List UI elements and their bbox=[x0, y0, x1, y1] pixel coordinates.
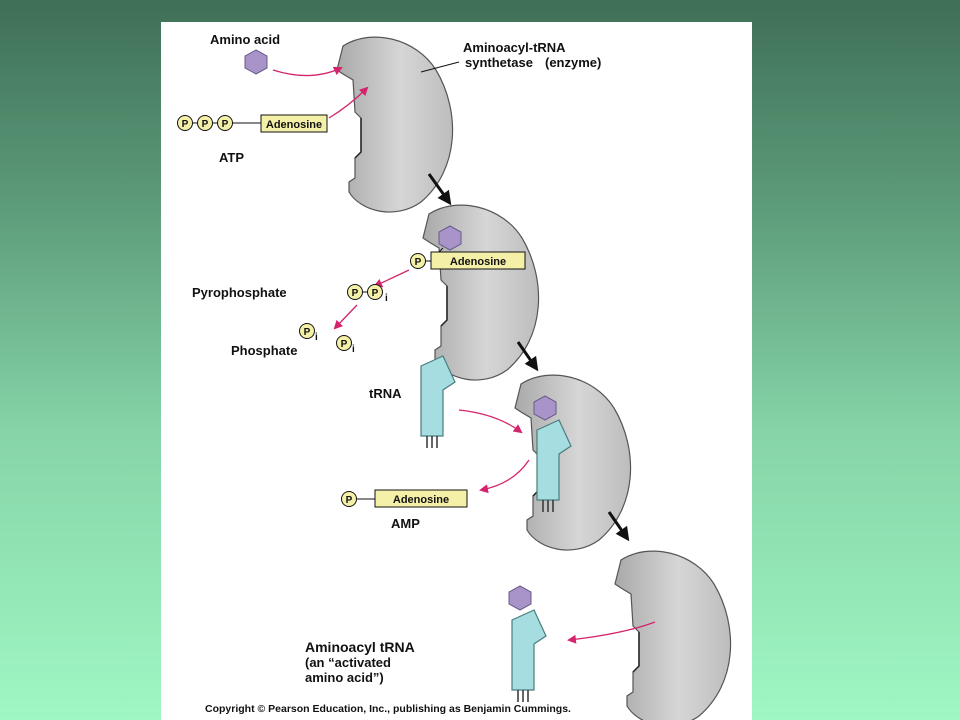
svg-text:P: P bbox=[222, 119, 229, 130]
amino-acid-step4 bbox=[508, 585, 532, 611]
enzyme-label-line1: Aminoacyl-tRNA bbox=[463, 40, 566, 55]
arrow-to-amp bbox=[479, 459, 530, 494]
aminoacyl-trna bbox=[511, 609, 547, 703]
enzyme-step4 bbox=[614, 550, 732, 720]
phosphate-molecules: P i P i bbox=[299, 323, 355, 355]
svg-text:P: P bbox=[346, 495, 353, 506]
step-arrow-1 bbox=[427, 173, 452, 206]
diagram-panel: Amino acid Aminoacyl-tRNA synthetase (en… bbox=[161, 22, 752, 720]
arrow-to-pyrophosphate bbox=[373, 269, 410, 288]
amp-label: AMP bbox=[391, 516, 420, 531]
enzyme-leader-line bbox=[420, 61, 460, 73]
atp-label: ATP bbox=[219, 150, 244, 165]
svg-text:Adenosine: Adenosine bbox=[266, 119, 322, 131]
arrow-amino-to-enzyme bbox=[272, 66, 343, 77]
pyrophosphate-label: Pyrophosphate bbox=[192, 285, 287, 300]
svg-text:P: P bbox=[304, 327, 311, 338]
enzyme-step1 bbox=[336, 36, 454, 213]
svg-text:Adenosine: Adenosine bbox=[393, 494, 449, 506]
step-arrow-3 bbox=[607, 511, 630, 542]
svg-text:i: i bbox=[315, 332, 318, 343]
product-label-line3: amino acid”) bbox=[305, 670, 384, 685]
amino-acid-label: Amino acid bbox=[210, 32, 280, 47]
enzyme-step3 bbox=[514, 374, 632, 551]
amino-acid-step1 bbox=[244, 49, 268, 75]
amp-molecule: P Adenosine bbox=[341, 489, 468, 508]
atp-molecule: P P P Adenosine bbox=[177, 114, 328, 133]
pyrophosphate-molecule: P P i bbox=[347, 284, 388, 304]
arrow-release bbox=[567, 621, 656, 644]
svg-text:P: P bbox=[341, 339, 348, 350]
trna-label: tRNA bbox=[369, 386, 402, 401]
arrow-to-phosphate bbox=[333, 304, 358, 330]
svg-text:P: P bbox=[415, 257, 422, 268]
svg-text:P: P bbox=[182, 119, 189, 130]
enzyme-label-paren: (enzyme) bbox=[545, 55, 601, 70]
aminoacyl-amp: P Adenosine bbox=[410, 251, 526, 270]
phosphate-label: Phosphate bbox=[231, 343, 297, 358]
svg-text:i: i bbox=[385, 293, 388, 304]
svg-text:P: P bbox=[202, 119, 209, 130]
product-label-line2: (an “activated bbox=[305, 655, 391, 670]
enzyme-label-line2: synthetase bbox=[465, 55, 533, 70]
trna-charging-diagram: Amino acid Aminoacyl-tRNA synthetase (en… bbox=[177, 32, 732, 720]
svg-text:i: i bbox=[352, 344, 355, 355]
svg-text:P: P bbox=[352, 288, 359, 299]
step-arrow-2 bbox=[516, 341, 539, 372]
svg-text:Adenosine: Adenosine bbox=[450, 256, 506, 268]
product-label-line1: Aminoacyl tRNA bbox=[305, 639, 415, 655]
copyright-text: Copyright © Pearson Education, Inc., pub… bbox=[205, 703, 571, 715]
trna-free bbox=[420, 355, 456, 449]
arrow-trna-to-enzyme bbox=[458, 409, 523, 434]
svg-text:P: P bbox=[372, 288, 379, 299]
arrow-atp-to-enzyme bbox=[328, 86, 369, 119]
